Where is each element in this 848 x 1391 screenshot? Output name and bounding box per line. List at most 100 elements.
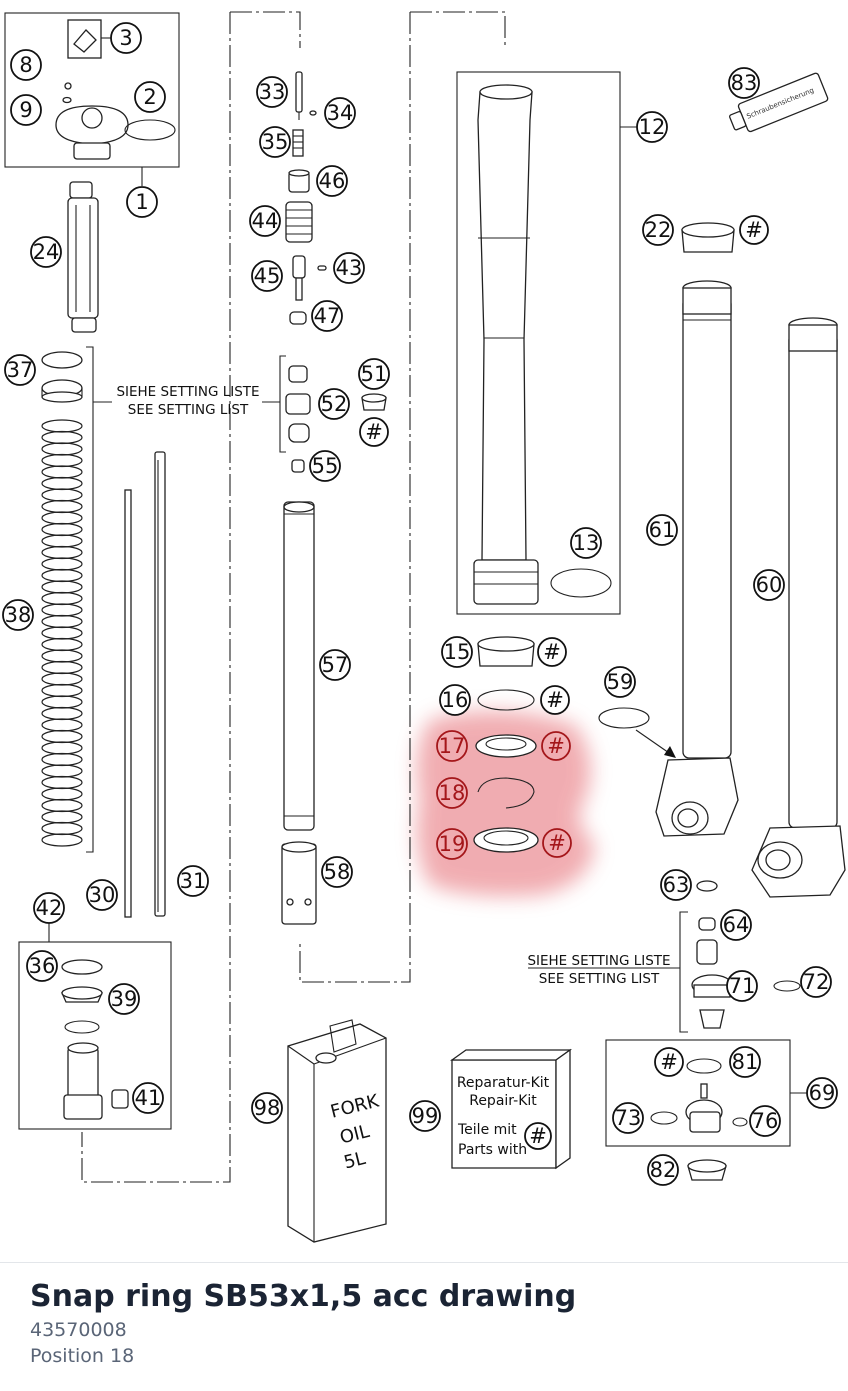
svg-text:71: 71 [729,974,756,998]
svg-text:81: 81 [732,1050,759,1074]
svg-text:33: 33 [259,80,286,104]
svg-text:#: # [365,420,383,444]
svg-text:24: 24 [33,240,60,264]
hash-label-19: # [542,828,572,858]
label-16: 16 [439,684,471,716]
part-98-fork-oil-can: FORK OIL 5L [287,1019,387,1243]
label-33: 33 [256,76,288,108]
label-55: 55 [309,450,341,482]
svg-text:1: 1 [135,190,148,214]
spring-coil [41,718,83,732]
svg-text:12: 12 [639,115,666,139]
label-15: 15 [441,636,473,668]
label-47: 47 [311,300,343,332]
label-30: 30 [86,879,118,911]
spring-coil [41,545,83,560]
kit-hash-symbol: # [529,1124,547,1148]
setting-note-left-de: SIEHE SETTING LISTE [116,384,259,400]
spring-coil [41,580,83,594]
spring-coil [41,591,83,606]
label-24: 24 [30,236,62,268]
label-81: 81 [729,1046,761,1078]
label-41: 41 [132,1082,164,1114]
part-59-o-ring [598,707,676,758]
spring-coil [41,442,83,456]
spring-coil [41,637,83,652]
spring-coil [41,453,83,468]
svg-text:#: # [547,734,565,758]
svg-text:51: 51 [361,362,388,386]
label-22: 22 [642,214,674,246]
spring-coil [41,672,83,686]
svg-text:63: 63 [663,873,690,897]
label-2: 2 [134,81,166,113]
label-51: 51 [358,358,390,390]
svg-text:#: # [546,688,564,712]
part-30-rod [124,489,132,918]
svg-text:37: 37 [7,358,34,382]
svg-text:83: 83 [731,71,758,95]
spring-coil [41,752,83,767]
svg-text:15: 15 [444,640,471,664]
exploded-parts-diagram: Schraubensicherung [2,11,846,1243]
label-12: 12 [636,111,668,143]
label-83: 83 [728,67,760,99]
label-39: 39 [108,983,140,1015]
label-43: 43 [333,252,365,284]
spring-coil [41,729,83,744]
spring-coil [41,706,83,721]
label-36: 36 [26,950,58,982]
kit-text-line1: Reparatur-Kit [457,1075,550,1091]
svg-text:61: 61 [649,518,676,542]
svg-text:19: 19 [439,832,466,856]
label-69: 69 [806,1077,838,1109]
svg-text:22: 22 [645,218,672,242]
label-8: 8 [10,49,42,81]
spring-coil [41,603,83,617]
part-31-rod [154,451,166,917]
setting-note-left: SIEHE SETTING LISTE SEE SETTING LIST [116,384,259,418]
label-38: 38 [2,599,34,631]
label-72: 72 [800,966,832,998]
svg-text:9: 9 [19,98,32,122]
setting-note-right-de: SIEHE SETTING LISTE [527,953,670,969]
svg-text:13: 13 [573,531,600,555]
setting-note-left-en: SEE SETTING LIST [128,402,249,418]
svg-text:3: 3 [119,26,132,50]
svg-text:47: 47 [314,304,341,328]
spring-coil [41,695,83,709]
svg-text:34: 34 [327,101,354,125]
label-1: 1 [126,186,158,218]
svg-text:#: # [745,218,763,242]
svg-text:69: 69 [809,1081,836,1105]
parts-63-72-valve [528,880,801,1033]
spring-coil [41,465,83,479]
svg-text:59: 59 [607,670,634,694]
spring-coil [41,522,83,537]
svg-text:76: 76 [752,1109,779,1133]
svg-text:#: # [548,831,566,855]
label-57: 57 [319,649,351,681]
svg-text:82: 82 [650,1158,677,1182]
spring-coil [41,534,83,548]
center-column-parts [262,71,387,473]
label-59: 59 [604,666,636,698]
hash-label-81: # [654,1047,684,1077]
spring-coil [41,511,83,525]
svg-text:46: 46 [319,169,346,193]
svg-text:36: 36 [29,954,56,978]
label-35: 35 [259,126,291,158]
svg-text:31: 31 [180,869,207,893]
setting-note-right-en: SEE SETTING LIST [539,971,660,987]
hash-label-17: # [541,731,571,761]
spring-coil [41,499,83,514]
label-98: 98 [251,1092,283,1124]
svg-text:2: 2 [143,85,156,109]
svg-text:41: 41 [135,1086,162,1110]
svg-text:35: 35 [262,130,289,154]
part-title: Snap ring SB53x1,5 acc drawing [30,1279,577,1314]
svg-text:30: 30 [89,883,116,907]
hash-label-22: # [739,215,769,245]
svg-text:99: 99 [412,1104,439,1128]
svg-text:58: 58 [324,860,351,884]
